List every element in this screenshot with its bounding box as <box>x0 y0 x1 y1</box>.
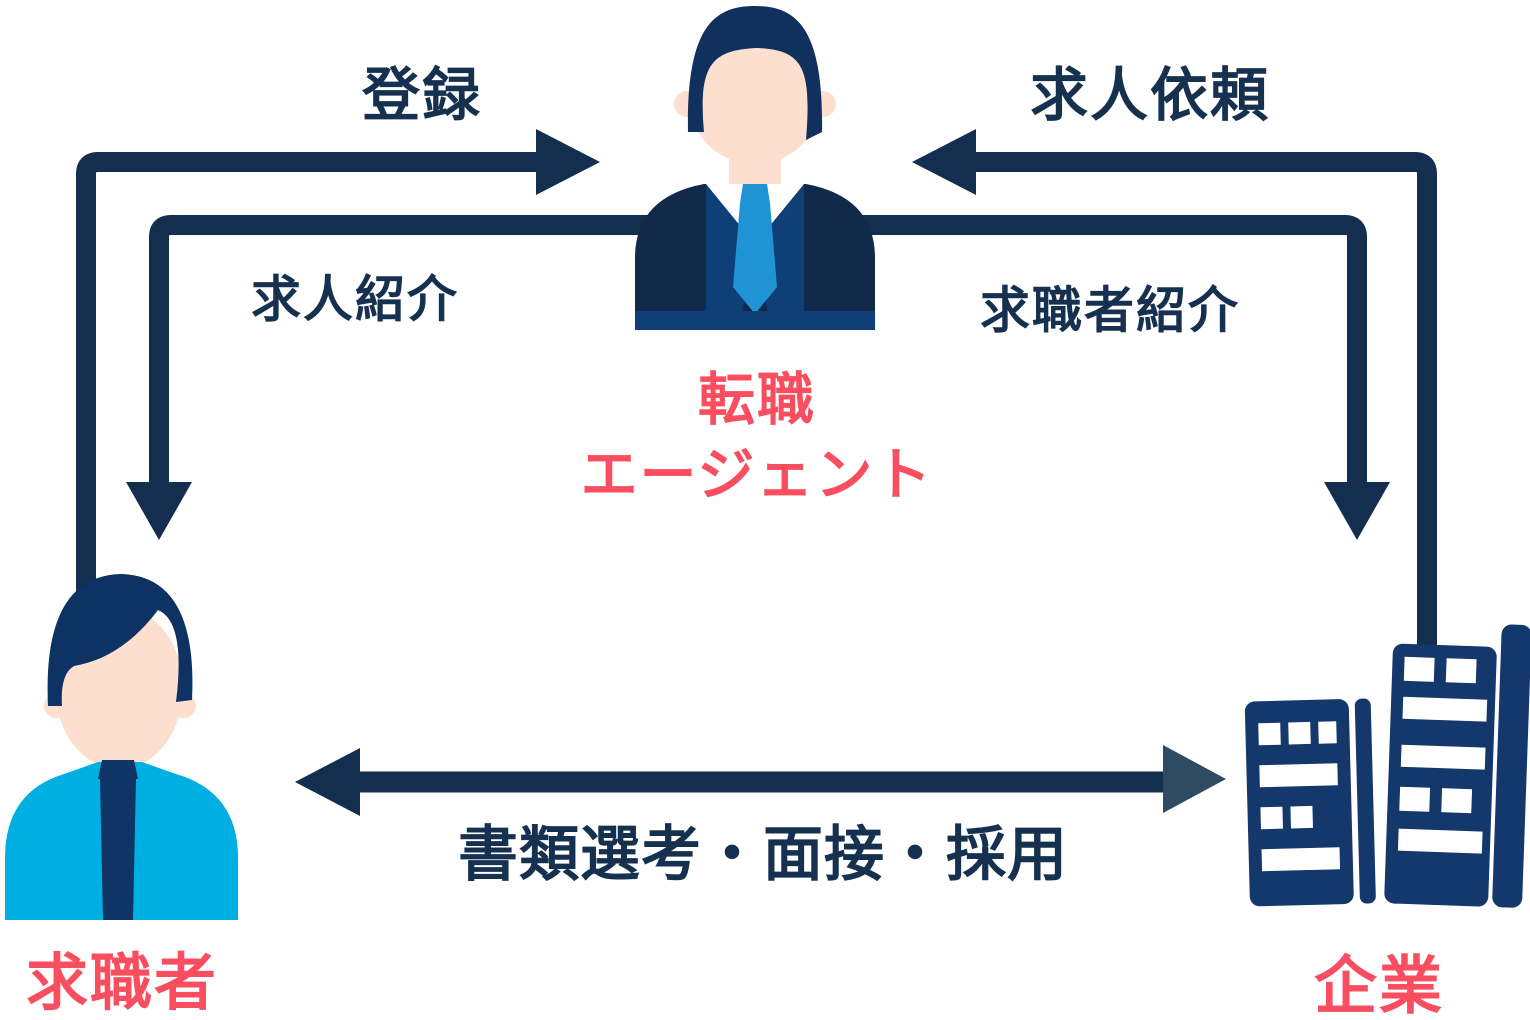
building-window <box>1259 763 1338 788</box>
building-window <box>1445 658 1477 684</box>
job-seeker-hair <box>47 574 193 706</box>
label-selection: 書類選考・面接・採用 <box>458 821 1068 888</box>
job-seeker-tie-knot <box>98 760 138 779</box>
label-agent-line1: 転職 <box>698 368 816 432</box>
agent-tie <box>733 203 777 314</box>
arrow-job-introduction-line <box>149 215 700 484</box>
building-window <box>1261 847 1341 872</box>
building-window <box>1258 722 1281 746</box>
label-registration: 登録 <box>361 63 483 129</box>
label-agent: 転職 エージェント <box>581 363 934 513</box>
arrow-job-request-line <box>976 152 1437 660</box>
building-window <box>1260 806 1283 830</box>
building-window <box>1318 721 1337 744</box>
arrow-candidate-introduction-line <box>780 215 1367 484</box>
building-window <box>1399 786 1431 812</box>
arrow-selection <box>295 745 1226 816</box>
building-front-body <box>1384 643 1497 907</box>
building-front-side <box>1492 624 1530 908</box>
building-window <box>1400 744 1486 770</box>
job-seeker-tie <box>100 779 136 920</box>
arrow-job-request-head-icon <box>912 129 976 195</box>
arrow-candidate-introduction <box>780 215 1390 540</box>
building-window <box>1403 656 1435 682</box>
building-front <box>1384 624 1530 908</box>
job-seeker-person-icon <box>5 574 238 920</box>
building-window <box>1288 721 1311 745</box>
arrow-selection-right-head-icon <box>1163 745 1226 813</box>
label-candidate-introduction: 求職者紹介 <box>980 282 1240 339</box>
building-back <box>1244 698 1376 907</box>
label-job-request: 求人依頼 <box>1029 63 1271 129</box>
building-window <box>1397 828 1483 854</box>
building-window <box>1402 696 1488 722</box>
agent-person-icon <box>635 6 875 330</box>
arrow-job-introduction <box>126 215 700 540</box>
arrow-selection-left-head-icon <box>295 748 360 816</box>
arrow-registration <box>76 129 600 620</box>
arrow-job-request <box>912 129 1437 660</box>
agent-hair <box>687 6 823 140</box>
arrow-registration-line <box>76 152 536 620</box>
building-window <box>1290 805 1313 829</box>
building-back-side <box>1354 698 1376 904</box>
label-job-introduction: 求人紹介 <box>251 271 459 328</box>
label-job-seeker: 求職者 <box>25 948 219 1018</box>
arrow-registration-head-icon <box>536 129 600 195</box>
agent-tie-knot <box>740 184 770 203</box>
building-window <box>1441 788 1473 814</box>
agent-suit-band <box>635 311 875 330</box>
label-agent-line2: エージェント <box>580 443 934 507</box>
arrow-candidate-introduction-head-icon <box>1324 482 1390 540</box>
arrow-job-introduction-head-icon <box>126 482 192 540</box>
label-company: 企業 <box>1314 951 1444 1020</box>
company-buildings-icon <box>1244 624 1530 908</box>
agent-face <box>690 40 820 164</box>
